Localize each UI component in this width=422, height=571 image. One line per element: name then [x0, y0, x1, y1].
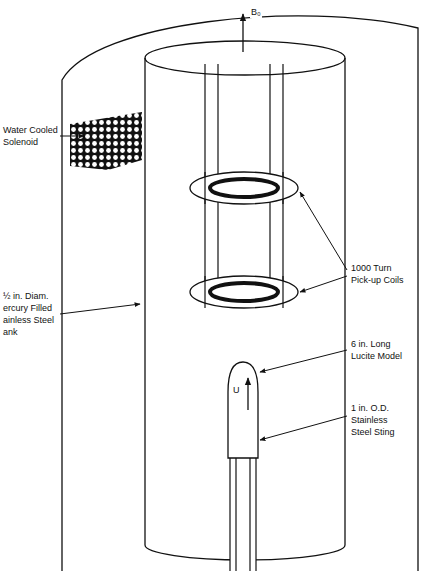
velocity-arrow	[247, 378, 248, 410]
part-label: 6 in. Long Lucite Model	[350, 338, 414, 362]
symbol-label: U	[232, 384, 241, 396]
symbol-label: B₀	[250, 6, 262, 18]
part-label: Water Cooled Solenoid	[2, 124, 60, 148]
part-label: ½ in. Diam. ercury Filled ainless Steel …	[2, 290, 60, 338]
solenoid-windings	[68, 108, 144, 172]
leader-line	[58, 136, 347, 440]
field-arrow	[242, 14, 243, 52]
pickup-coil	[190, 172, 298, 204]
part-label: 1000 Turn Pick-up Coils	[350, 262, 414, 286]
sting	[230, 455, 256, 571]
part-label: 1 in. O.D. Stainless Steel Sting	[350, 402, 406, 438]
lucite-model	[228, 362, 258, 458]
pickup-coil	[190, 276, 298, 308]
